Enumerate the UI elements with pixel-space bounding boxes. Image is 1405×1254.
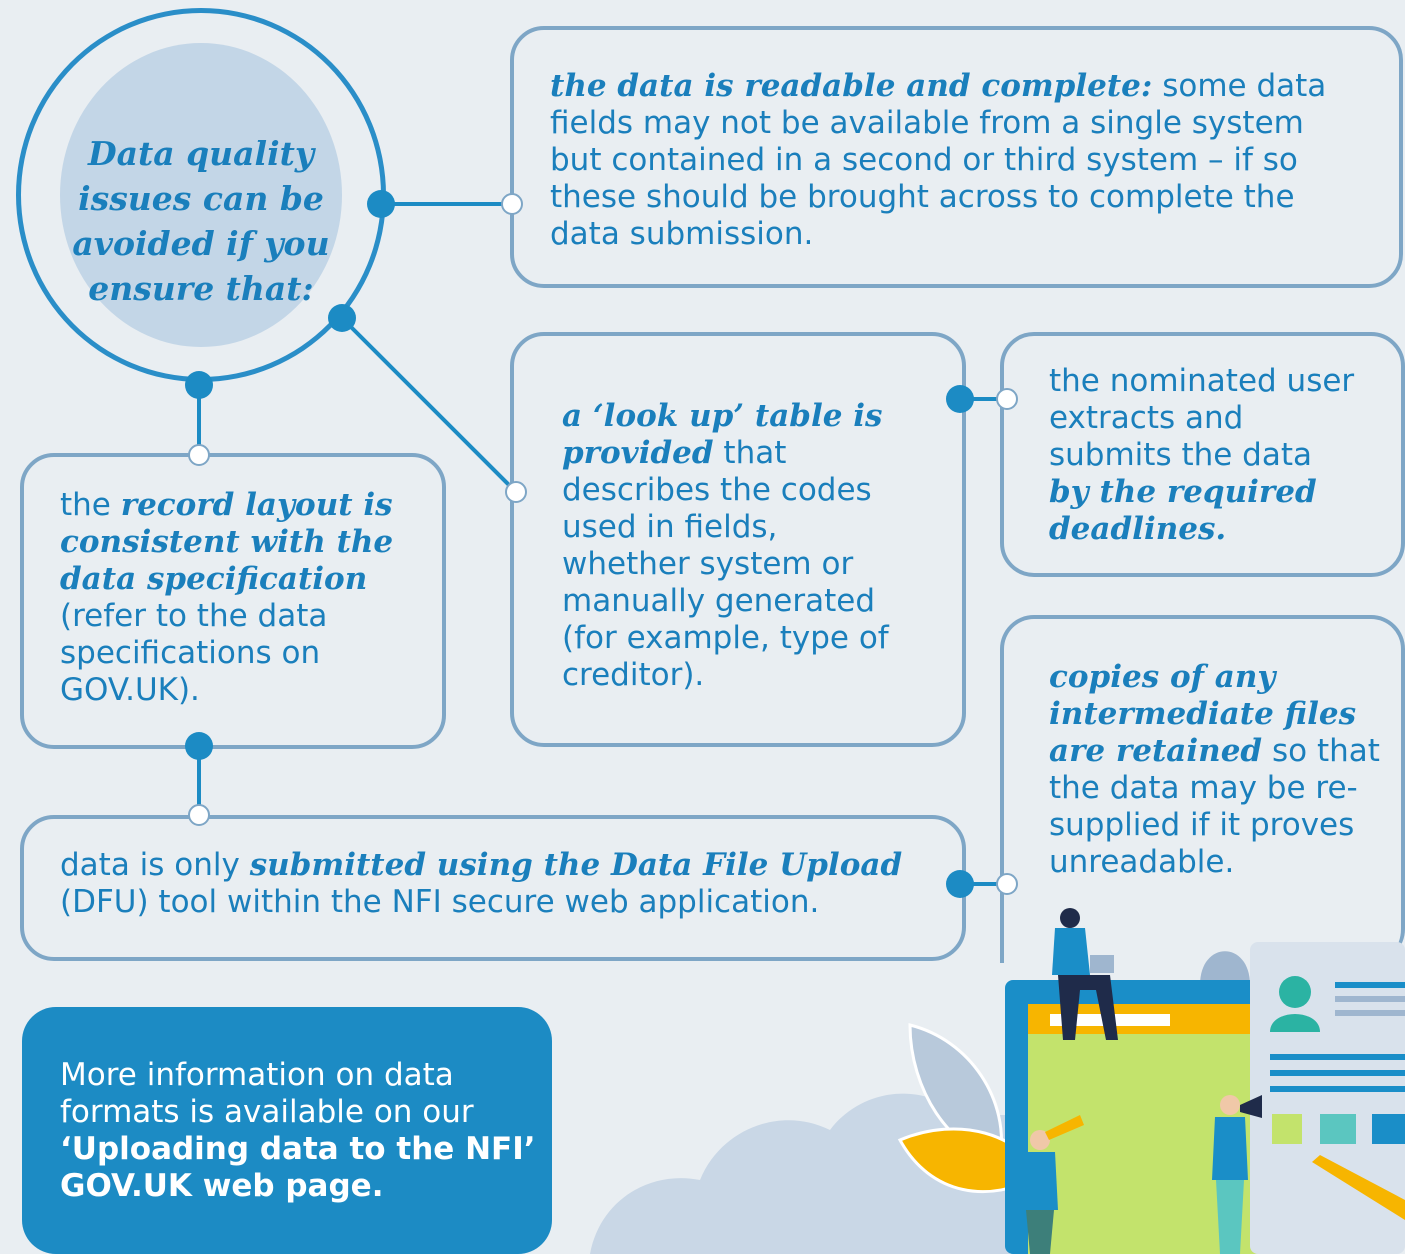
record-rest: (refer to the data specifications on GOV… (60, 598, 328, 708)
profile-card (1250, 942, 1405, 1254)
intro-line-2: issues can be (78, 179, 324, 218)
profile-line-5 (1270, 1070, 1405, 1076)
copies-emphasis: copies of any intermediate files are ret… (1049, 659, 1357, 769)
dfu-emphasis: submitted using the Data File Upload (249, 847, 903, 883)
intro-bubble-fill: Data quality issues can be avoided if yo… (60, 43, 342, 347)
lookup-emphasis: a ‘look up’ table is provided (562, 398, 883, 471)
readable-emphasis: the data is readable and complete: (550, 68, 1153, 104)
sitting-person-legs (1058, 975, 1118, 1040)
sitting-person-body (1052, 928, 1090, 975)
more-info-text: More information on data formats is avai… (60, 1057, 474, 1130)
spyglass-person-legs (1026, 1210, 1054, 1254)
people-screen-illustration (590, 908, 1405, 1254)
laptop (1090, 955, 1114, 973)
megaphone-person-head (1220, 1095, 1240, 1115)
box-copies-text: copies of any intermediate files are ret… (1049, 659, 1389, 881)
box-nominated-text: the nominated user extracts and submits … (1049, 363, 1359, 548)
dfu-rest: (DFU) tool within the NFI secure web app… (60, 884, 820, 920)
box-lookup-table: a ‘look up’ table is provided that descr… (510, 332, 966, 747)
intro-bubble: Data quality issues can be avoided if yo… (16, 8, 386, 382)
copies-rest: so that the data may be re-supplied if i… (1049, 733, 1380, 880)
nominated-emphasis: by the required deadlines. (1049, 474, 1317, 547)
intro-line-3: avoided if you (72, 224, 330, 263)
profile-line-2 (1335, 996, 1405, 1002)
pencil (1312, 1155, 1405, 1220)
intro-line-4: ensure that: (88, 269, 314, 308)
record-pre: the (60, 487, 121, 523)
box-record-text: the record layout is consistent with the… (60, 487, 400, 709)
tile-green (1272, 1114, 1302, 1144)
box-lookup-text: a ‘look up’ table is provided that descr… (562, 398, 907, 694)
cloud-shape (590, 1093, 1010, 1254)
more-info-box: More information on data formats is avai… (22, 1007, 552, 1254)
megaphone-person-body (1212, 1117, 1248, 1180)
avatar-head (1279, 976, 1311, 1008)
dfu-pre: data is only (60, 847, 250, 883)
nominated-pre: the nominated user extracts and submits … (1049, 363, 1355, 473)
profile-line-1 (1335, 982, 1405, 988)
box-readable-text: the data is readable and complete: some … (550, 68, 1360, 253)
megaphone (1240, 1095, 1262, 1118)
profile-line-3 (1335, 1010, 1405, 1016)
megaphone-person-legs (1216, 1180, 1244, 1254)
box-copies-retained: copies of any intermediate files are ret… (1000, 615, 1405, 963)
intro-bubble-text: Data quality issues can be avoided if yo… (60, 131, 342, 311)
tile-blue (1372, 1114, 1405, 1144)
spyglass (1045, 1115, 1084, 1140)
tile-teal (1320, 1114, 1356, 1144)
profile-line-4 (1270, 1054, 1405, 1060)
dome-shape (1200, 951, 1250, 985)
avatar-body (1270, 1014, 1320, 1032)
readable-rest: some data fields may not be available fr… (550, 68, 1327, 252)
record-emphasis: record layout is consistent with the dat… (60, 487, 394, 597)
profile-line-6 (1270, 1086, 1405, 1092)
box-nominated-user: the nominated user extracts and submits … (1000, 332, 1405, 577)
box-readable-complete: the data is readable and complete: some … (510, 26, 1403, 288)
spyglass-person-head (1030, 1130, 1050, 1150)
more-info-link-text[interactable]: ‘Uploading data to the NFI’ GOV.UK web p… (60, 1131, 536, 1204)
box-record-layout: the record layout is consistent with the… (20, 453, 446, 749)
lookup-rest: that describes the codes used in fields,… (562, 435, 889, 693)
sitting-person-head (1060, 908, 1080, 928)
box-dfu-text: data is only submitted using the Data Fi… (60, 847, 940, 921)
intro-line-1: Data quality (87, 134, 315, 173)
spyglass-person-body (1022, 1152, 1058, 1210)
box-dfu-submission: data is only submitted using the Data Fi… (20, 815, 966, 961)
